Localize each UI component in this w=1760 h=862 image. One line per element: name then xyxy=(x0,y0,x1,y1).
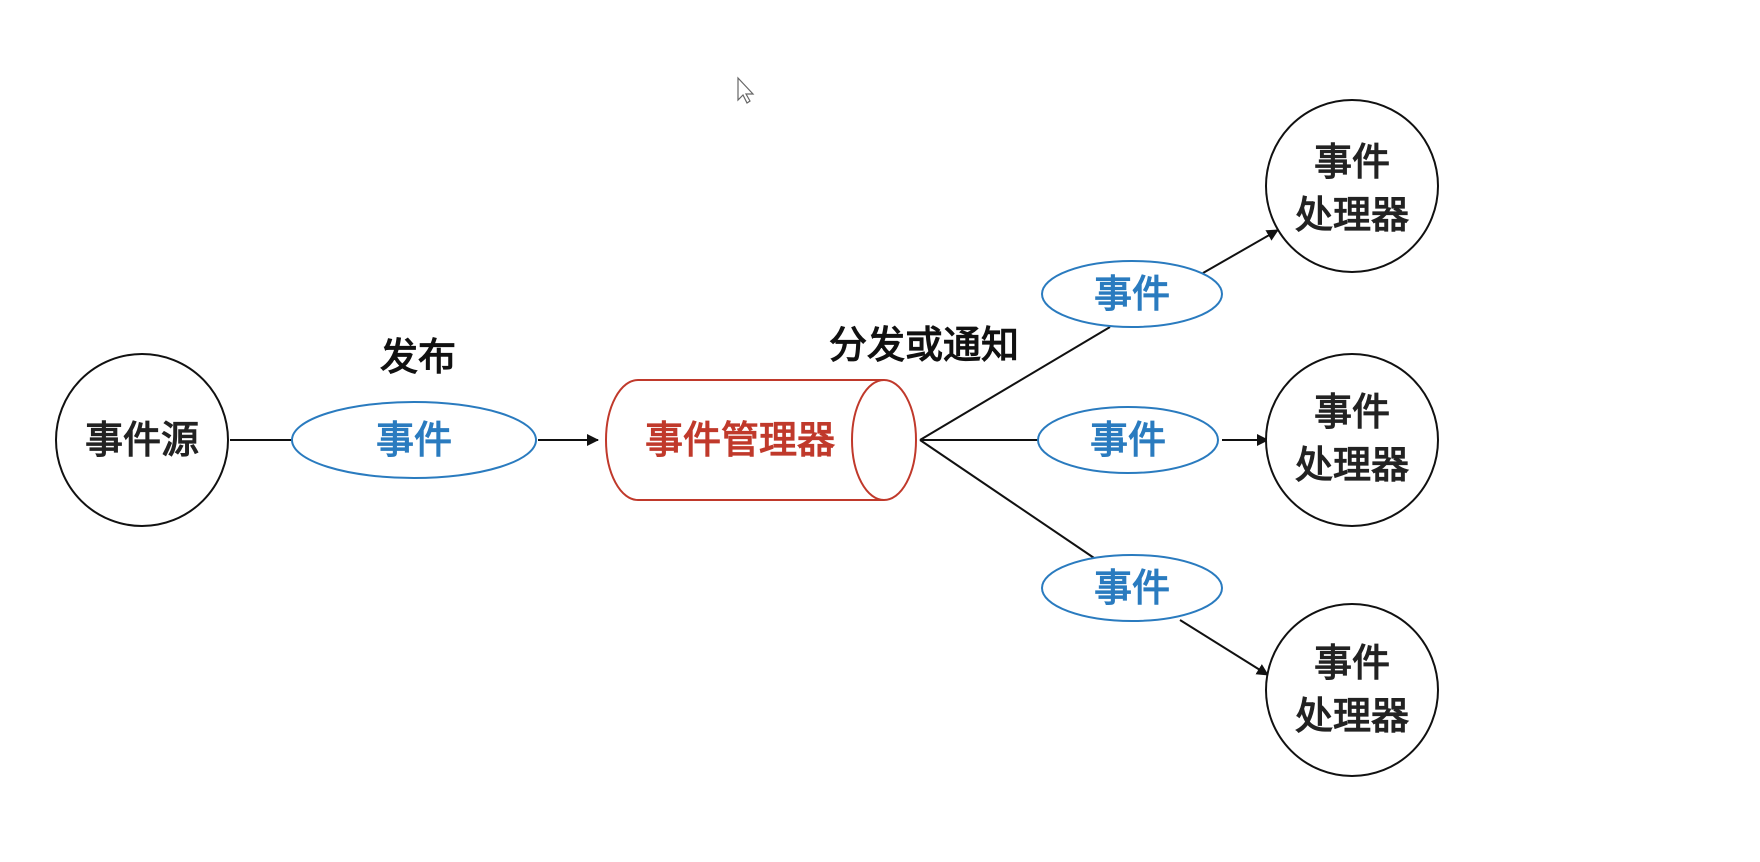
event-ellipse-publish: 事件 xyxy=(291,401,537,479)
event-label: 事件 xyxy=(1090,418,1166,462)
handler-label-line1: 事件 xyxy=(1314,390,1390,434)
edge-event-to-handler-1 xyxy=(1202,229,1279,274)
event-handler-node-1: 事件 处理器 xyxy=(1265,99,1439,273)
event-manager-label: 事件管理器 xyxy=(645,418,836,462)
mouse-pointer-icon xyxy=(737,76,755,104)
event-label: 事件 xyxy=(1094,272,1170,316)
handler-label-line2: 处理器 xyxy=(1295,193,1410,237)
handler-label-line2: 处理器 xyxy=(1295,443,1410,487)
edge-manager-to-event-top xyxy=(919,326,1111,441)
event-label: 事件 xyxy=(1094,566,1170,610)
event-ellipse-top: 事件 xyxy=(1041,260,1223,328)
edge-event-to-handler-3 xyxy=(1179,619,1269,676)
publish-label: 发布 xyxy=(380,335,456,379)
event-ellipse-middle: 事件 xyxy=(1037,406,1219,474)
event-source-node: 事件源 xyxy=(55,353,229,527)
event-source-label: 事件源 xyxy=(85,418,199,462)
event-label: 事件 xyxy=(376,418,452,462)
dispatch-label: 分发或通知 xyxy=(829,323,1019,367)
event-handler-node-2: 事件 处理器 xyxy=(1265,353,1439,527)
handler-label-line2: 处理器 xyxy=(1295,694,1410,738)
connectors xyxy=(230,229,1279,676)
handler-label-line1: 事件 xyxy=(1314,641,1390,685)
edge-manager-to-event-bottom xyxy=(919,439,1101,563)
event-manager-node: 事件管理器 xyxy=(605,379,917,501)
event-handler-node-3: 事件 处理器 xyxy=(1265,603,1439,777)
event-ellipse-bottom: 事件 xyxy=(1041,554,1223,622)
handler-label-line1: 事件 xyxy=(1314,140,1390,184)
